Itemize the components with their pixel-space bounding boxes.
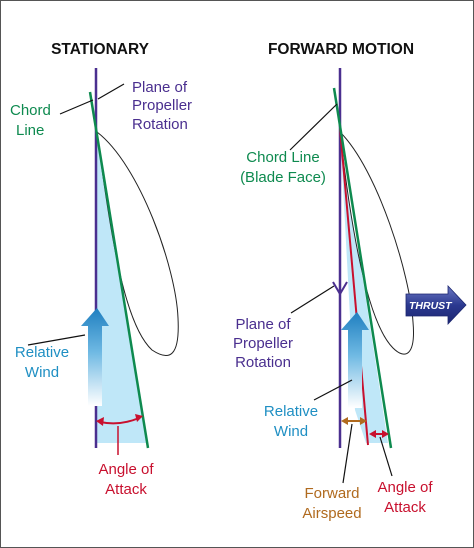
plane-label-left-2: Propeller bbox=[132, 97, 192, 114]
chord-line-right bbox=[332, 87, 393, 449]
chord-label-right-1: Chord Line bbox=[246, 149, 319, 166]
relative-wind-arrow-left bbox=[81, 308, 109, 406]
aoa-label-left-2: Attack bbox=[105, 481, 147, 498]
wind-leader-left bbox=[27, 334, 86, 346]
aoa-label-right-1: Angle of bbox=[377, 479, 433, 496]
airspeed-arrowhead-b bbox=[360, 417, 367, 425]
plane-label-right-1: Plane of bbox=[235, 316, 291, 333]
plane-label-left-1: Plane of bbox=[132, 79, 188, 96]
plane-leader-right bbox=[290, 285, 335, 314]
angle-arrowhead-right-a bbox=[369, 430, 376, 438]
airspeed-label-2: Airspeed bbox=[302, 505, 361, 522]
relative-wind-line-right bbox=[339, 127, 369, 446]
plane-leader-left bbox=[97, 83, 125, 100]
airspeed-leader bbox=[342, 423, 353, 484]
aoa-label-left-1: Angle of bbox=[98, 461, 154, 478]
propeller-blade-right bbox=[339, 130, 414, 355]
wind-label-right-2: Wind bbox=[274, 423, 308, 440]
plane-label-right-3: Rotation bbox=[235, 354, 291, 371]
chord-label-left-1: Chord bbox=[10, 102, 51, 119]
thrust-label: THRUST bbox=[409, 300, 453, 312]
wind-label-right-1: Relative bbox=[264, 403, 318, 420]
aoa-leader-right bbox=[379, 436, 393, 477]
chord-label-right-2: (Blade Face) bbox=[240, 169, 326, 186]
airspeed-arrowhead-a bbox=[341, 417, 348, 425]
angle-arrowhead-right-b bbox=[382, 430, 389, 438]
thrust-arrow bbox=[405, 284, 467, 326]
plane-label-right-2: Propeller bbox=[233, 335, 293, 352]
angle-arrowhead-left-a bbox=[96, 417, 104, 426]
airspeed-label-1: Forward bbox=[304, 485, 359, 502]
wind-leader-right bbox=[313, 379, 353, 401]
chord-leader-left bbox=[59, 99, 94, 115]
relative-wind-arrow-right bbox=[341, 312, 369, 408]
chord-label-left-2: Line bbox=[16, 122, 44, 139]
wind-label-left-2: Wind bbox=[25, 364, 59, 381]
aoa-label-right-2: Attack bbox=[384, 499, 426, 516]
title-stationary: STATIONARY bbox=[51, 41, 150, 58]
title-forward-motion: FORWARD MOTION bbox=[268, 41, 414, 58]
chord-leader-right bbox=[289, 103, 338, 151]
wind-label-left-1: Relative bbox=[15, 344, 69, 361]
plane-label-left-3: Rotation bbox=[132, 116, 188, 133]
plane-chevron-right bbox=[332, 281, 348, 296]
chord-line-left bbox=[88, 91, 150, 449]
angle-arrowhead-left-b bbox=[135, 414, 143, 422]
